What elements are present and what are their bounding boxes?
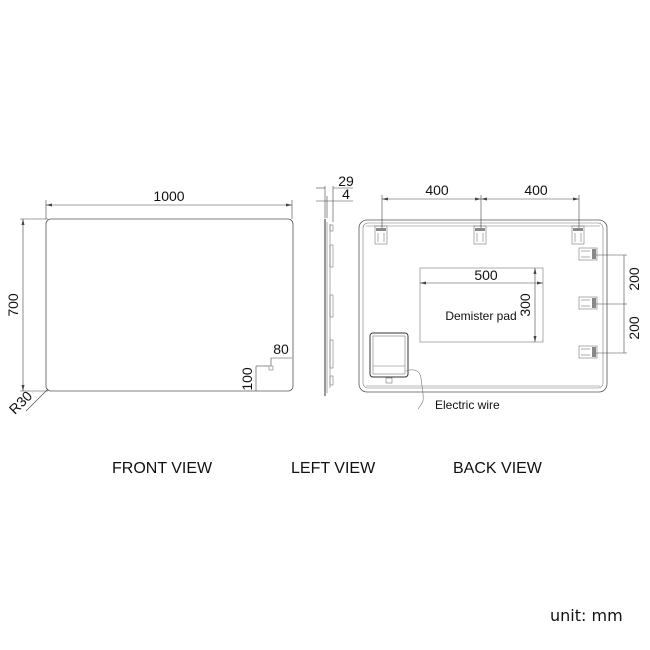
mirror-outline-front <box>45 218 294 392</box>
top-brackets <box>374 225 585 245</box>
bracket-spacing-2-dim: 400 <box>524 182 548 198</box>
front-width-dim: 1000 <box>153 188 184 204</box>
side-brackets <box>578 247 598 359</box>
demister-label: Demister pad <box>445 309 516 323</box>
driver-box <box>369 332 409 384</box>
left-view-drawing: 29 4 <box>316 173 354 396</box>
back-view-label: BACK VIEW <box>453 460 542 477</box>
unit-label: unit: mm <box>550 606 623 625</box>
sensor-x-dim: 80 <box>273 341 289 357</box>
demister-width-dim: 500 <box>474 267 498 283</box>
sensor-y-dim: 100 <box>239 367 255 391</box>
sensor-icon <box>268 365 274 371</box>
side-spacing-2-dim: 200 <box>626 316 642 340</box>
left-view-label: LEFT VIEW <box>291 460 376 477</box>
front-height-dim: 700 <box>5 293 21 317</box>
electric-wire <box>405 369 424 410</box>
back-view-drawing: 400 400 200 200 500 <box>358 182 642 412</box>
mirror-outline-back <box>358 219 608 393</box>
side-spacing-1-dim: 200 <box>626 267 642 291</box>
front-radius-dim: R30 <box>6 388 36 418</box>
front-view-drawing: 1000 700 R30 80 100 <box>5 188 294 418</box>
left-depth-dim: 29 <box>338 173 354 189</box>
wire-label: Electric wire <box>435 398 500 412</box>
left-glass-dim: 4 <box>342 186 350 202</box>
front-view-label: FRONT VIEW <box>112 460 213 477</box>
demister-pad <box>419 267 544 343</box>
bracket-spacing-1-dim: 400 <box>425 182 449 198</box>
demister-height-dim: 300 <box>517 293 533 317</box>
